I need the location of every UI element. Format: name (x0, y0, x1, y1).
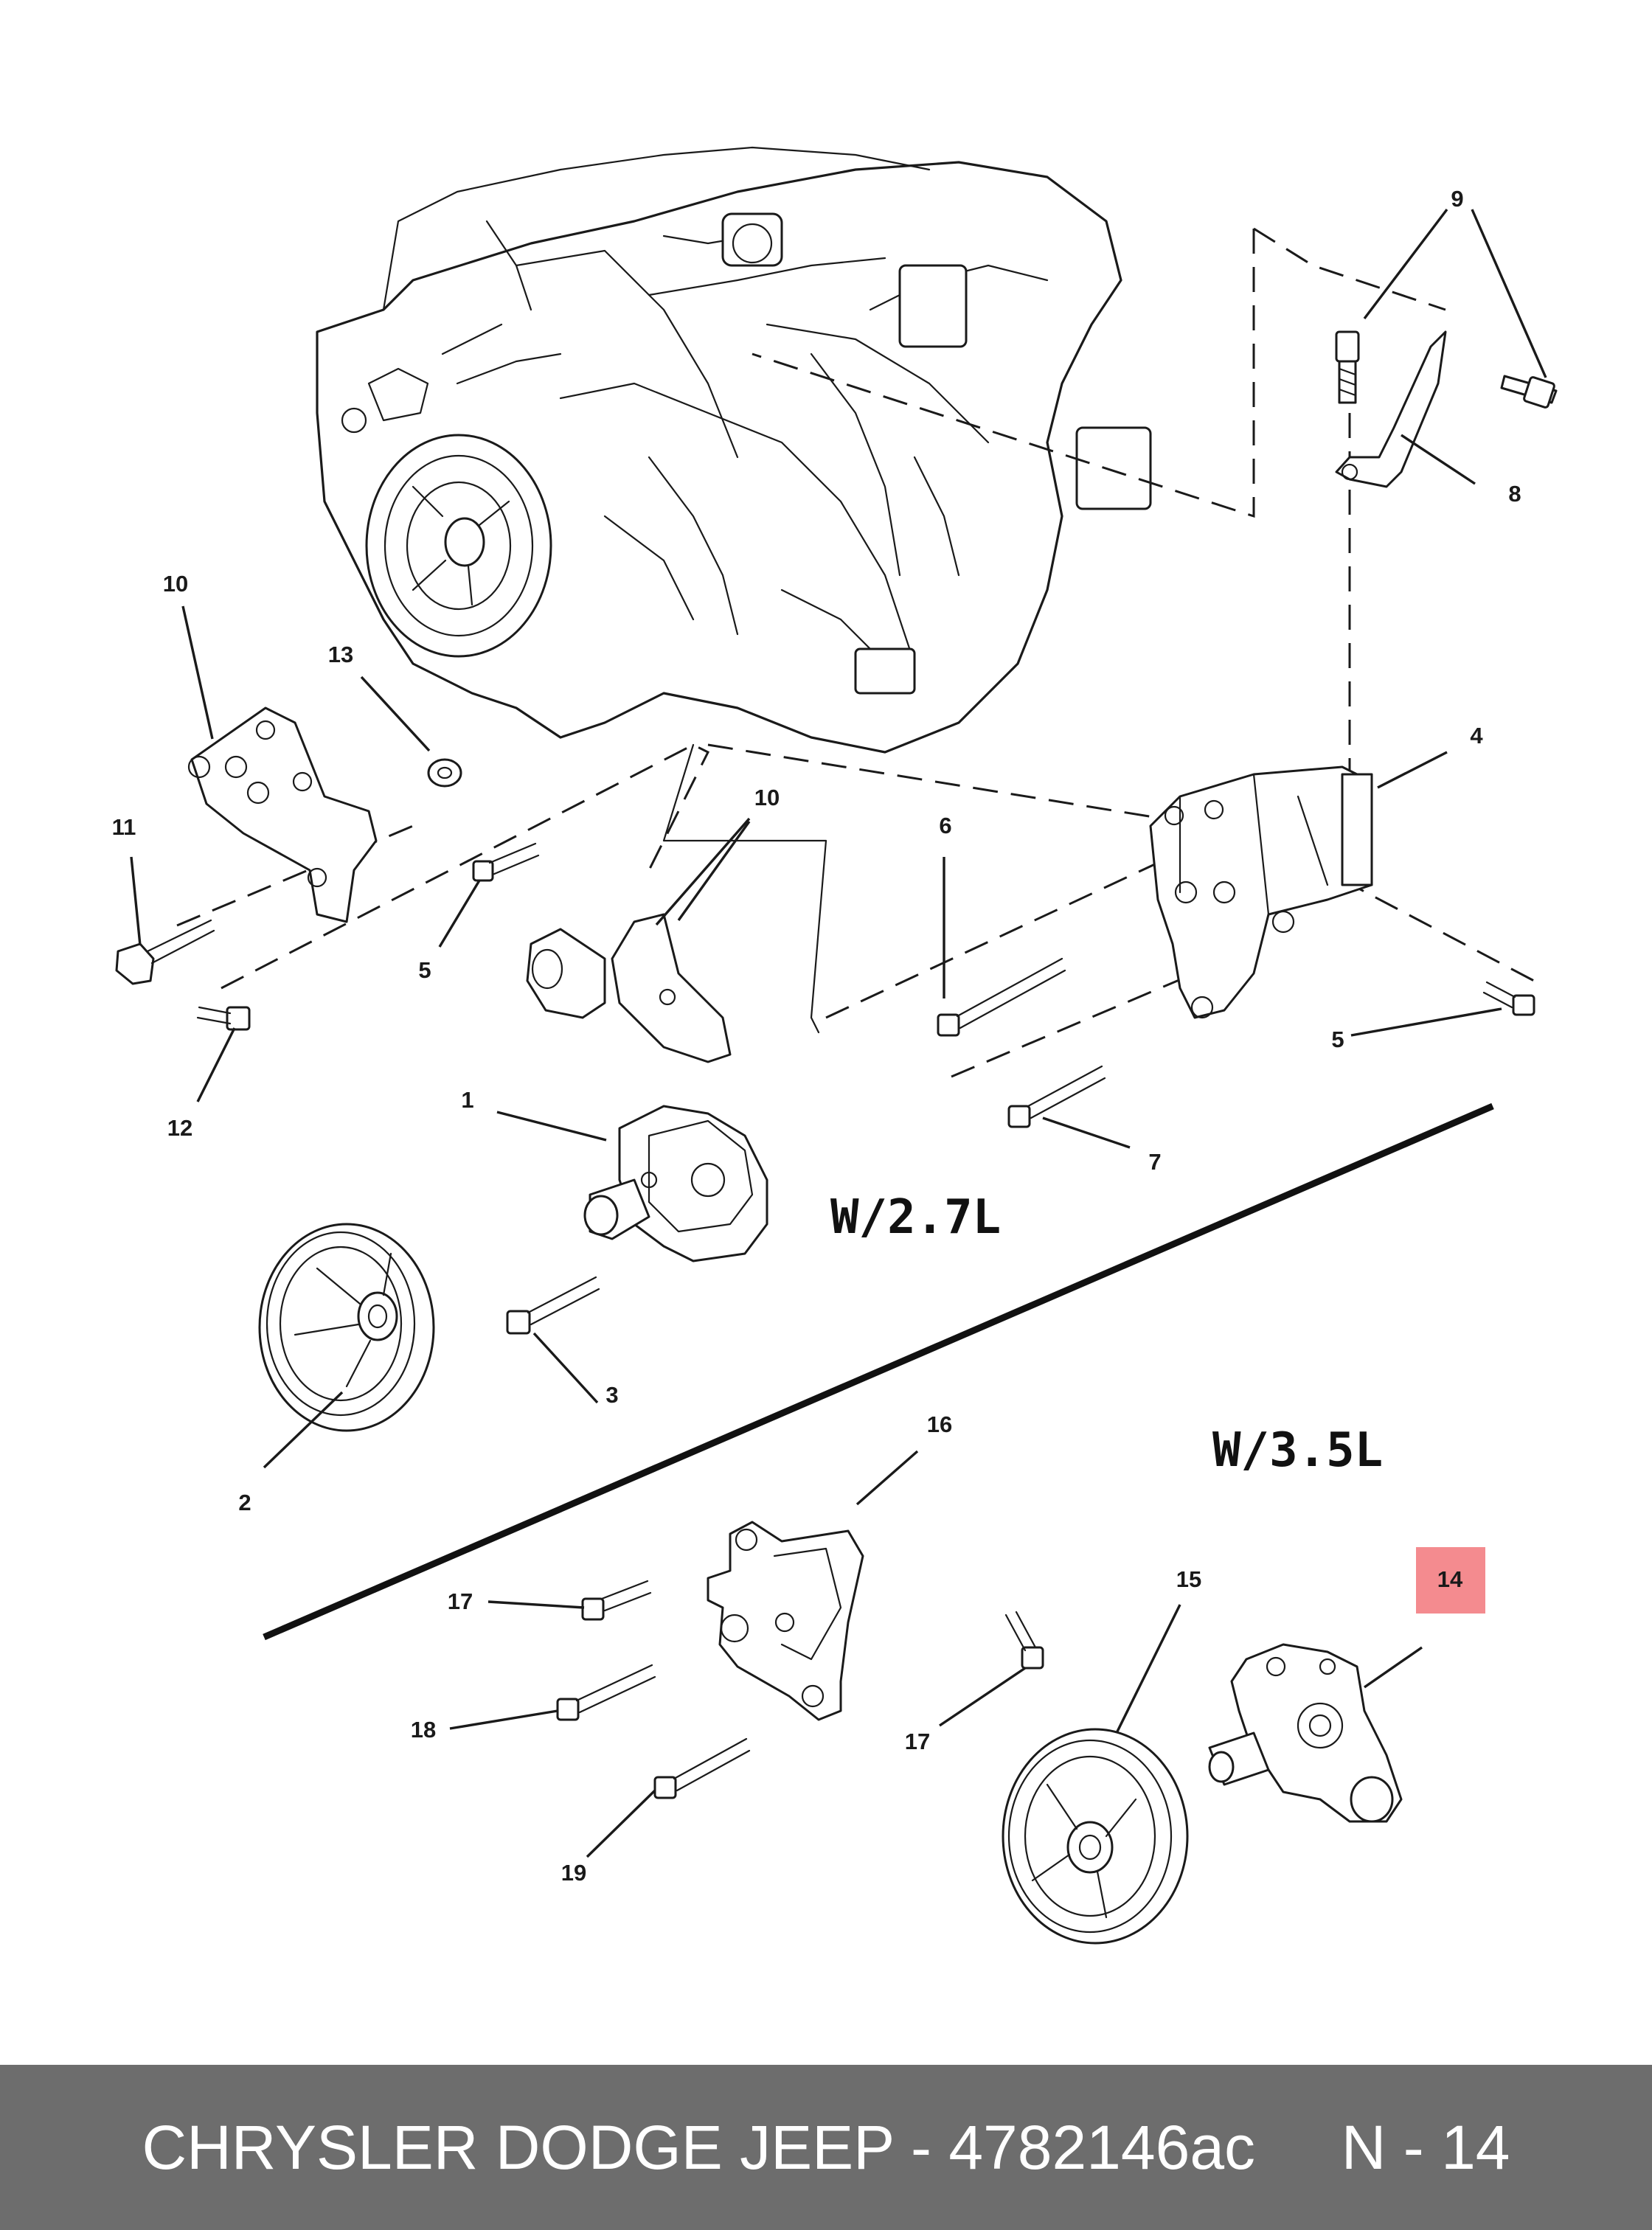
callout-4: 4 (1470, 723, 1483, 748)
callout-7: 7 (1148, 1149, 1161, 1175)
callout-17-right: 17 (905, 1729, 930, 1754)
power-steering-pump-part-14 (1208, 1643, 1403, 1823)
callout-1: 1 (461, 1087, 473, 1113)
callout-labels: 9 8 4 6 5 7 1 3 2 10 13 10 11 12 5 16 14… (112, 186, 1521, 1886)
variant-label-3.5l: W/3.5L (1212, 1423, 1383, 1478)
leader-lines (130, 208, 1547, 1858)
bolts-lower (556, 1580, 1044, 1799)
belt-s-line (662, 743, 827, 1034)
callout-15: 15 (1176, 1566, 1201, 1592)
idler-bracket-part-10 (187, 706, 462, 923)
mounting-bracket-part-4 (1149, 765, 1373, 1019)
callout-10-middle: 10 (754, 785, 780, 810)
callout-10-left: 10 (163, 571, 188, 597)
callout-16: 16 (927, 1411, 952, 1437)
bracket-axis-line (707, 743, 1535, 982)
callout-18: 18 (411, 1717, 436, 1743)
callout-8: 8 (1508, 481, 1521, 507)
callout-3: 3 (605, 1382, 618, 1408)
callout-11: 11 (112, 814, 136, 840)
callout-9: 9 (1451, 186, 1463, 212)
variant-label-2.7l: W/2.7L (830, 1190, 1001, 1245)
callout-19: 19 (561, 1860, 586, 1886)
power-steering-pump-part-1 (583, 1105, 768, 1262)
pulley-part-15 (1002, 1728, 1189, 1945)
bracket-part-16 (707, 1521, 864, 1721)
parts-diagram: 9 8 4 6 5 7 1 3 2 10 13 10 11 12 5 16 14… (112, 146, 1558, 1945)
callout-12: 12 (167, 1115, 192, 1141)
section-divider (263, 1102, 1494, 1641)
support-bracket-part-8 (1335, 330, 1558, 488)
tensioner-part-10 (526, 913, 732, 1063)
callout-5-right: 5 (1331, 1027, 1344, 1052)
pulley-part-2 (258, 1223, 435, 1432)
belt-route-line (752, 227, 1446, 518)
bolts-upper (115, 842, 1535, 1335)
callout-6: 6 (939, 813, 951, 838)
footer-bar: CHRYSLER DODGE JEEP - 4782146ac N - 14 (0, 2065, 1652, 2230)
bolt-axis-line-3 (951, 972, 1195, 1078)
callout-14: 14 (1437, 1566, 1463, 1592)
callout-2: 2 (238, 1490, 251, 1515)
footer-part-text: CHRYSLER DODGE JEEP - 4782146ac (142, 2113, 1256, 2182)
footer-diagram-code: N - 14 (1341, 2113, 1510, 2182)
callout-5-left: 5 (418, 957, 431, 983)
callout-13: 13 (328, 642, 353, 667)
callout-17-left: 17 (448, 1588, 473, 1614)
callout-14-highlight (1416, 1547, 1485, 1614)
engine-assembly (316, 146, 1152, 754)
